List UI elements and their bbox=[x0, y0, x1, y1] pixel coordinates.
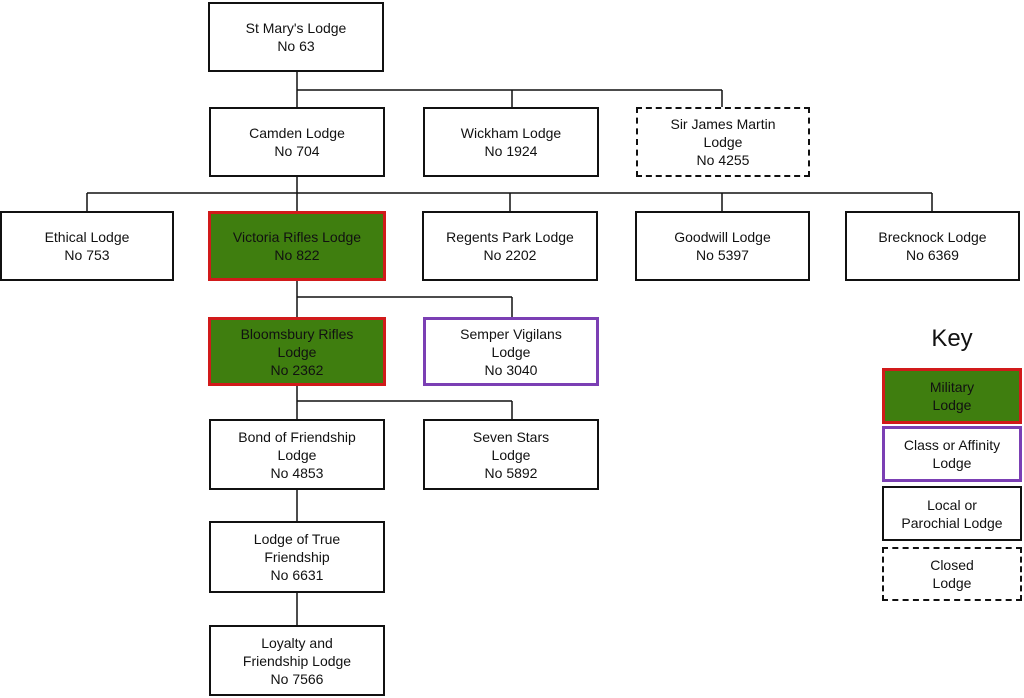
key-military-swatch: Military Lodge bbox=[882, 368, 1022, 424]
node-victoria-rifles-lodge: Victoria Rifles Lodge No 822 bbox=[208, 211, 386, 281]
node-sir-james-martin-lodge: Sir James Martin Lodge No 4255 bbox=[636, 107, 810, 177]
node-name: Sir James Martin bbox=[670, 116, 776, 132]
node-name: Seven Stars bbox=[472, 428, 550, 445]
node-name-line2: Lodge bbox=[277, 343, 317, 360]
node-semper-vigilans-lodge: Semper Vigilans Lodge No 3040 bbox=[423, 317, 599, 386]
node-camden-lodge: Camden Lodge No 704 bbox=[209, 107, 385, 177]
node-number: No 822 bbox=[274, 247, 320, 263]
node-wickham-lodge: Wickham Lodge No 1924 bbox=[423, 107, 599, 177]
node-name: Loyalty and bbox=[261, 634, 333, 651]
node-number: No 704 bbox=[274, 143, 320, 159]
node-number: No 4255 bbox=[696, 152, 750, 168]
node-number: No 2362 bbox=[270, 361, 324, 378]
node-st-marys-lodge: St Mary's Lodge No 63 bbox=[208, 2, 384, 72]
node-name: Brecknock Lodge bbox=[878, 229, 987, 245]
node-number: No 5397 bbox=[696, 247, 749, 263]
node-ethical-lodge: Ethical Lodge No 753 bbox=[0, 211, 174, 281]
key-label: Military bbox=[929, 379, 975, 395]
node-name: Camden Lodge bbox=[249, 125, 345, 141]
node-brecknock-lodge: Brecknock Lodge No 6369 bbox=[845, 211, 1020, 281]
node-number: No 5892 bbox=[484, 464, 538, 481]
key-label-line2: Lodge bbox=[932, 397, 972, 413]
key-label: Closed bbox=[930, 557, 974, 573]
node-name: Victoria Rifles Lodge bbox=[232, 229, 362, 245]
node-number: No 7566 bbox=[270, 670, 324, 687]
node-name: Bloomsbury Rifles bbox=[240, 325, 354, 342]
node-lodge-of-true-friendship: Lodge of True Friendship No 6631 bbox=[209, 521, 385, 593]
node-name-line2: Lodge bbox=[491, 446, 531, 463]
node-bloomsbury-rifles-lodge: Bloomsbury Rifles Lodge No 2362 bbox=[208, 317, 386, 386]
node-name: Lodge of True bbox=[253, 531, 341, 547]
node-bond-of-friendship-lodge: Bond of Friendship Lodge No 4853 bbox=[209, 419, 385, 490]
key-label-line2: Lodge bbox=[932, 455, 972, 471]
key-label-line2: Lodge bbox=[932, 575, 972, 591]
key-local-parochial-swatch: Local or Parochial Lodge bbox=[882, 486, 1022, 541]
node-seven-stars-lodge: Seven Stars Lodge No 5892 bbox=[423, 419, 599, 490]
node-name: Regents Park Lodge bbox=[446, 229, 574, 245]
key-label: Class or Affinity bbox=[903, 437, 1001, 453]
node-name-line2: Friendship bbox=[264, 549, 330, 565]
node-regents-park-lodge: Regents Park Lodge No 2202 bbox=[422, 211, 598, 281]
node-number: No 6369 bbox=[906, 247, 959, 263]
key-label-line2: Parochial Lodge bbox=[901, 514, 1003, 531]
key-title: Key bbox=[931, 325, 973, 352]
node-goodwill-lodge: Goodwill Lodge No 5397 bbox=[635, 211, 810, 281]
node-number: No 4853 bbox=[270, 464, 324, 481]
node-number: No 63 bbox=[277, 38, 315, 54]
node-name: Bond of Friendship bbox=[238, 428, 356, 445]
node-number: No 753 bbox=[64, 247, 110, 263]
node-name-line2: Lodge bbox=[703, 134, 743, 150]
node-name: St Mary's Lodge bbox=[245, 20, 347, 36]
node-name: Semper Vigilans bbox=[460, 325, 562, 342]
node-name-line2: Lodge bbox=[491, 343, 531, 360]
node-number: No 6631 bbox=[270, 567, 324, 583]
node-name-line2: Friendship Lodge bbox=[242, 652, 352, 669]
key-label: Local or bbox=[927, 496, 977, 513]
node-loyalty-and-friendship-lodge: Loyalty and Friendship Lodge No 7566 bbox=[209, 625, 385, 696]
key-closed-swatch: Closed Lodge bbox=[882, 547, 1022, 601]
node-name-line2: Lodge bbox=[277, 446, 317, 463]
node-number: No 1924 bbox=[484, 143, 538, 159]
key-class-affinity-swatch: Class or Affinity Lodge bbox=[882, 426, 1022, 482]
node-number: No 3040 bbox=[484, 361, 538, 378]
node-name: Wickham Lodge bbox=[460, 125, 562, 141]
node-name: Goodwill Lodge bbox=[674, 229, 771, 245]
node-number: No 2202 bbox=[483, 247, 537, 263]
node-name: Ethical Lodge bbox=[44, 229, 130, 245]
